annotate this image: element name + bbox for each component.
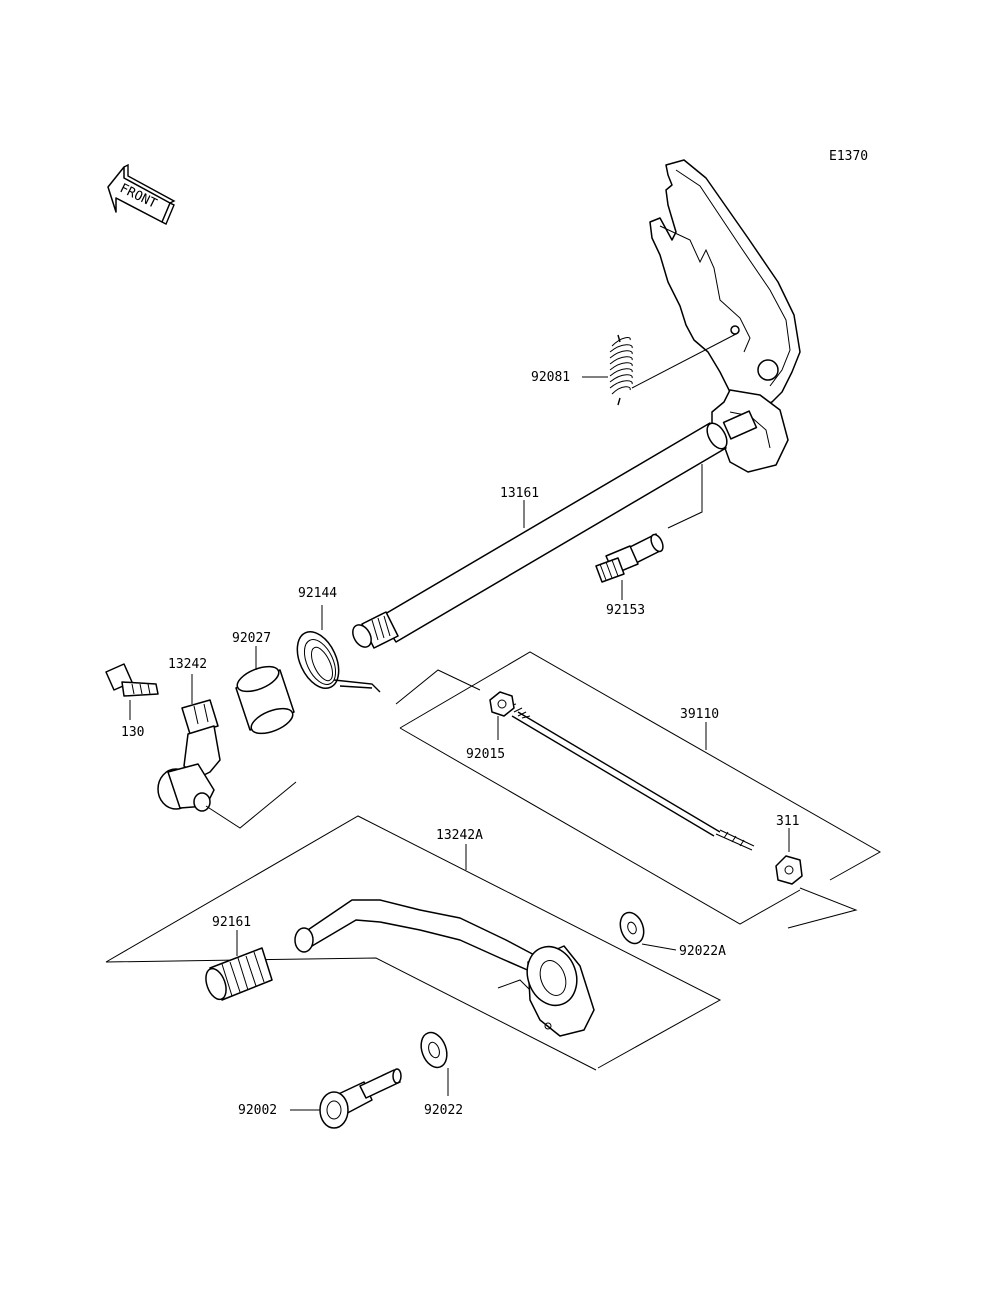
label-92081: 92081	[531, 370, 570, 385]
tie-rod-39110-part	[395, 651, 882, 929]
label-92153: 92153	[606, 603, 645, 618]
shift-pedal-13242A-part	[105, 815, 722, 1071]
label-92027: 92027	[232, 631, 271, 646]
label-311: 311	[776, 814, 799, 829]
diagram-code: E1370	[829, 149, 868, 164]
spring-92144-part	[296, 631, 381, 693]
bolt-92002-part	[319, 1068, 402, 1129]
label-92161: 92161	[212, 915, 251, 930]
label-92022A: 92022A	[679, 944, 726, 959]
collar-92027-part	[235, 665, 295, 735]
shift-shaft-part	[352, 422, 728, 649]
label-92015: 92015	[466, 747, 505, 762]
bolt-130-part	[105, 663, 159, 697]
rubber-92161-part	[205, 947, 273, 1001]
nut-92015-part	[489, 691, 515, 717]
front-arrow-icon: FRONT	[107, 163, 176, 225]
label-39110: 39110	[680, 707, 719, 722]
spring-92081-part	[609, 333, 737, 406]
label-92002: 92002	[238, 1103, 277, 1118]
shift-lever-13242-part	[157, 699, 297, 829]
washer-92022-part	[420, 1031, 448, 1069]
shift-arm-part	[649, 159, 801, 473]
label-92022: 92022	[424, 1103, 463, 1118]
bolt-92153-part	[595, 464, 703, 583]
label-13242A: 13242A	[436, 828, 483, 843]
label-13242: 13242	[168, 657, 207, 672]
label-13161: 13161	[500, 486, 539, 501]
label-92144: 92144	[298, 586, 337, 601]
leader-92022A	[641, 943, 677, 951]
washer-92022A-part	[619, 911, 645, 945]
label-130: 130	[121, 725, 144, 740]
nut-311-part	[775, 855, 803, 885]
